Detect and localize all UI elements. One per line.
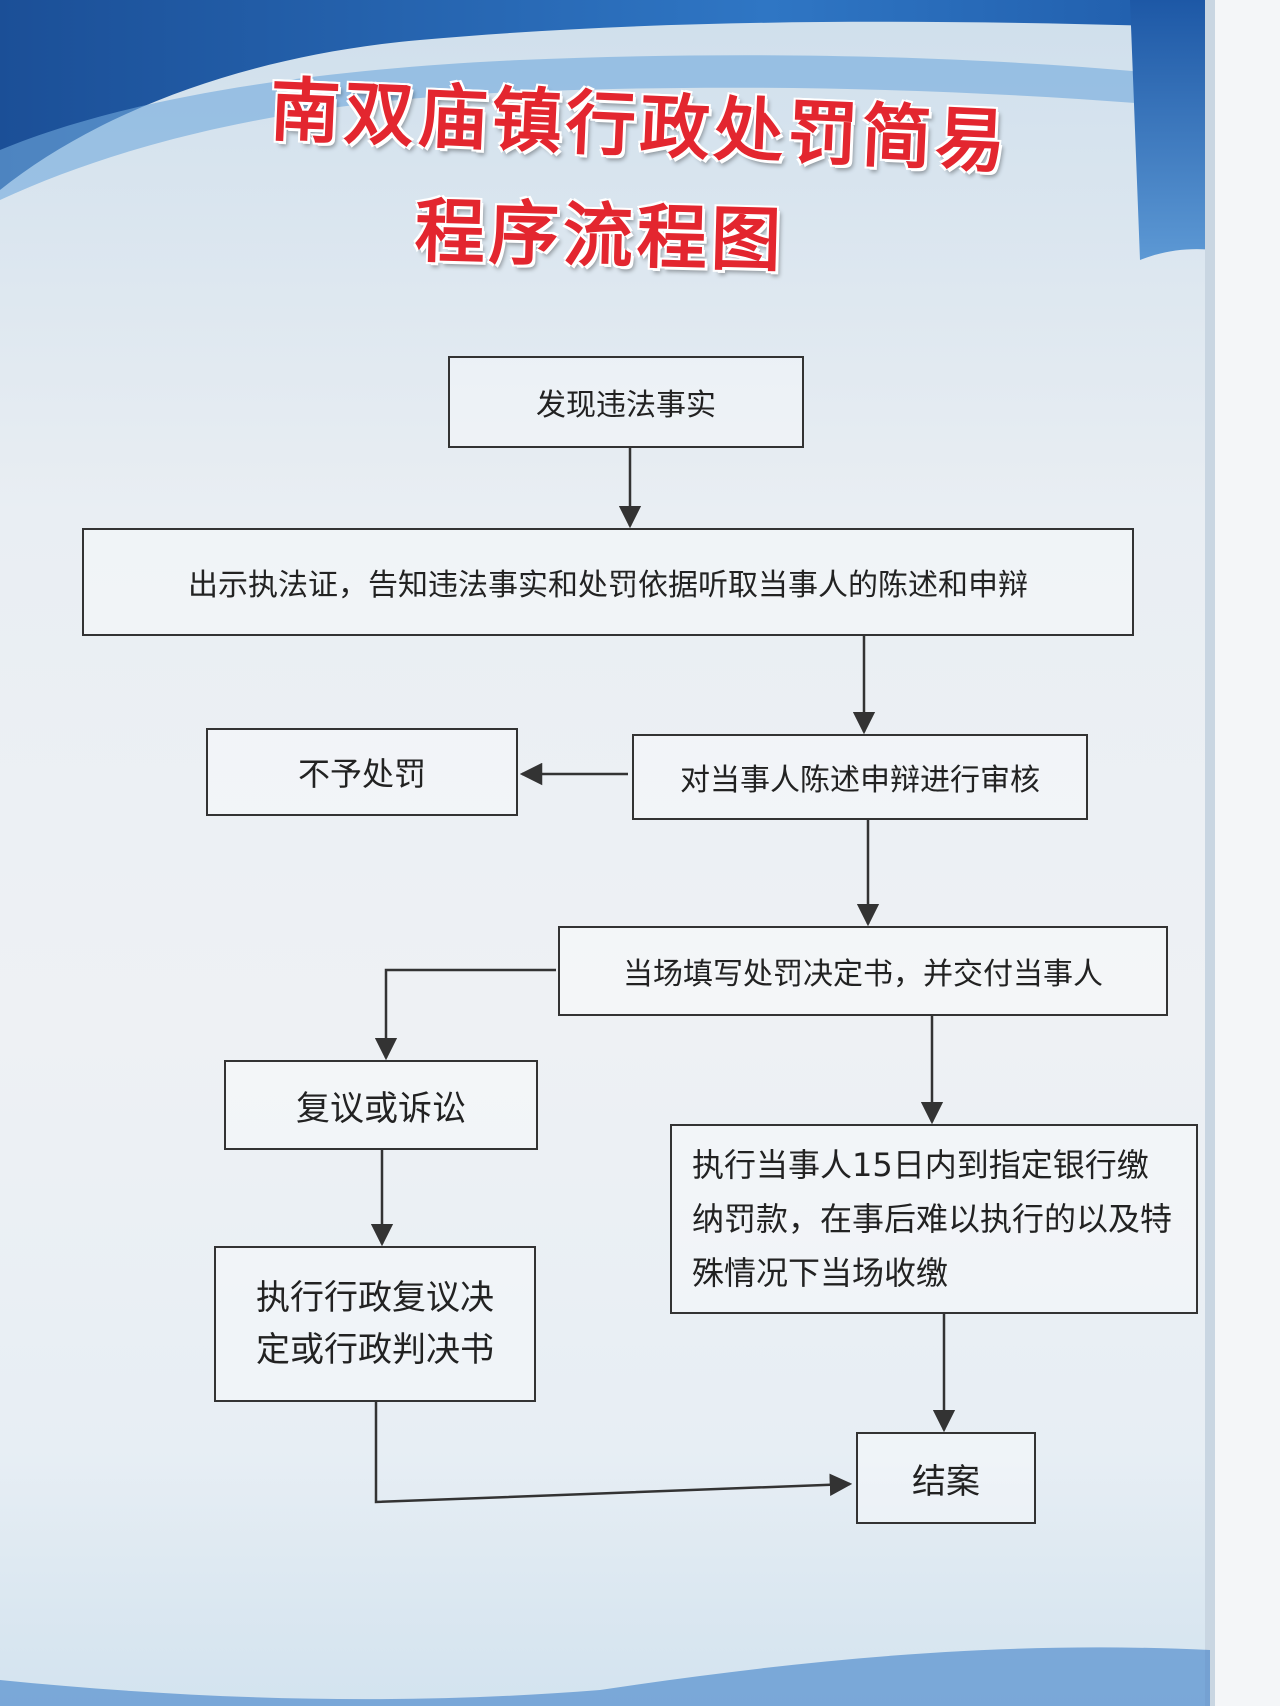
node-on-site-decision: 当场填写处罚决定书，并交付当事人 — [558, 926, 1168, 1016]
node-appeal-or-litigation: 复议或诉讼 — [224, 1060, 538, 1150]
node-discover-violation: 发现违法事实 — [448, 356, 804, 448]
node-execute-payment: 执行当事人15日内到指定银行缴纳罚款，在事后难以执行的以及特殊情况下当场收缴 — [670, 1124, 1198, 1314]
node-execute-review-decision: 执行行政复议决定或行政判决书 — [214, 1246, 536, 1402]
node-notify-and-hear: 出示执法证，告知违法事实和处罚依据听取当事人的陈述和申辩 — [82, 528, 1134, 636]
node-close-case: 结案 — [856, 1432, 1036, 1524]
node-no-penalty: 不予处罚 — [206, 728, 518, 816]
node-review-statement: 对当事人陈述申辩进行审核 — [632, 734, 1088, 820]
